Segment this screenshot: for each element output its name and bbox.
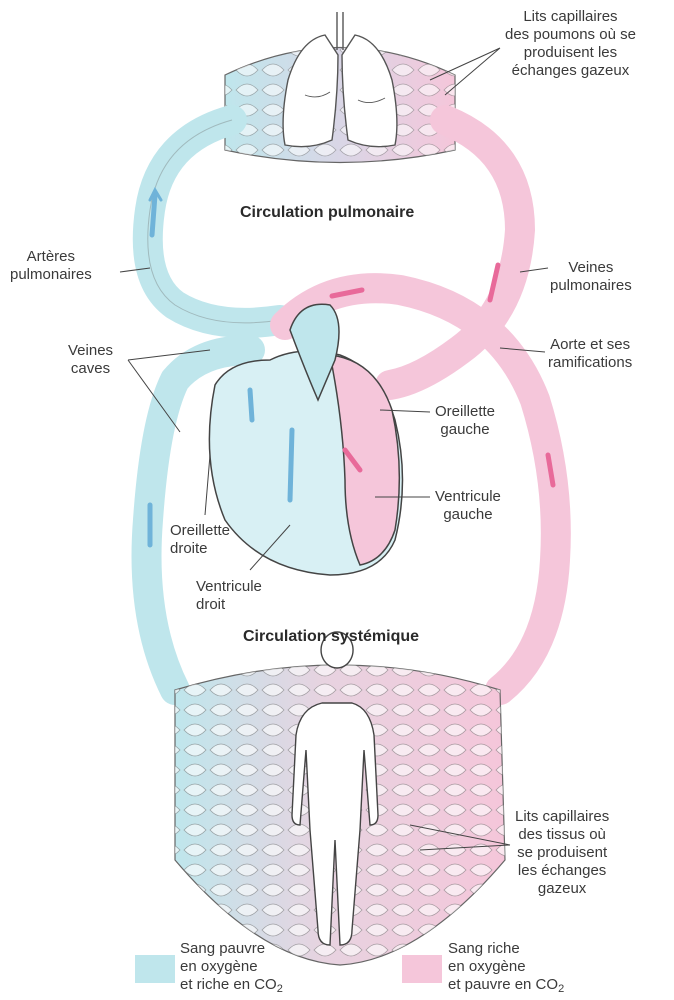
legend-swatch-pink: [402, 955, 442, 983]
legend-rich-oxygen: Sang riche en oxygène et pauvre en CO2: [448, 940, 564, 998]
legend-swatch-blue: [135, 955, 175, 983]
legend-poor-oxygen: Sang pauvre en oxygène et riche en CO2: [180, 940, 283, 998]
title-pulmonary: Circulation pulmonaire: [240, 204, 414, 222]
title-systemic: Circulation systémique: [243, 628, 419, 646]
